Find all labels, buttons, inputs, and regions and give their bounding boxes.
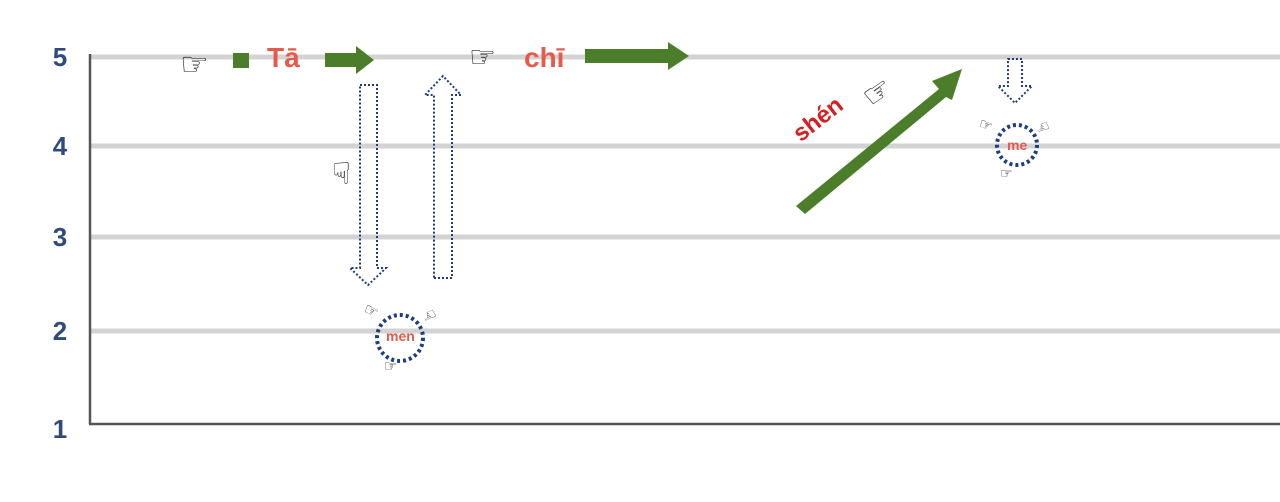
me-circle <box>995 123 1039 167</box>
me-down-arrow <box>995 58 1035 105</box>
y-tick-3: 3 <box>52 222 68 252</box>
y-tick-1: 1 <box>52 414 68 444</box>
ta-start-marker <box>233 53 249 68</box>
ta-level-arrow <box>325 46 374 74</box>
pointing-hand-icon: ☞ <box>180 45 209 83</box>
syllable-me: me <box>1007 137 1028 153</box>
men-up-arrow <box>422 74 464 279</box>
pointing-hand-icon: ☞ <box>323 159 359 187</box>
pointing-hand-icon: ☞ <box>384 357 398 375</box>
syllable-chi: chī <box>524 42 565 73</box>
syllable-ta: Tā <box>267 42 300 73</box>
pointing-hand-icon: ☞ <box>1000 166 1013 182</box>
syllable-men: men <box>386 328 415 344</box>
chi-level-arrow <box>585 42 689 70</box>
y-tick-2: 2 <box>52 316 68 346</box>
shen-rising-arrow <box>796 69 962 214</box>
pointing-hand-icon: ☞ <box>469 40 496 75</box>
y-tick-4: 4 <box>52 131 68 161</box>
y-tick-5: 5 <box>52 42 68 72</box>
men-down-arrow <box>347 84 389 287</box>
men-circle <box>375 313 425 363</box>
